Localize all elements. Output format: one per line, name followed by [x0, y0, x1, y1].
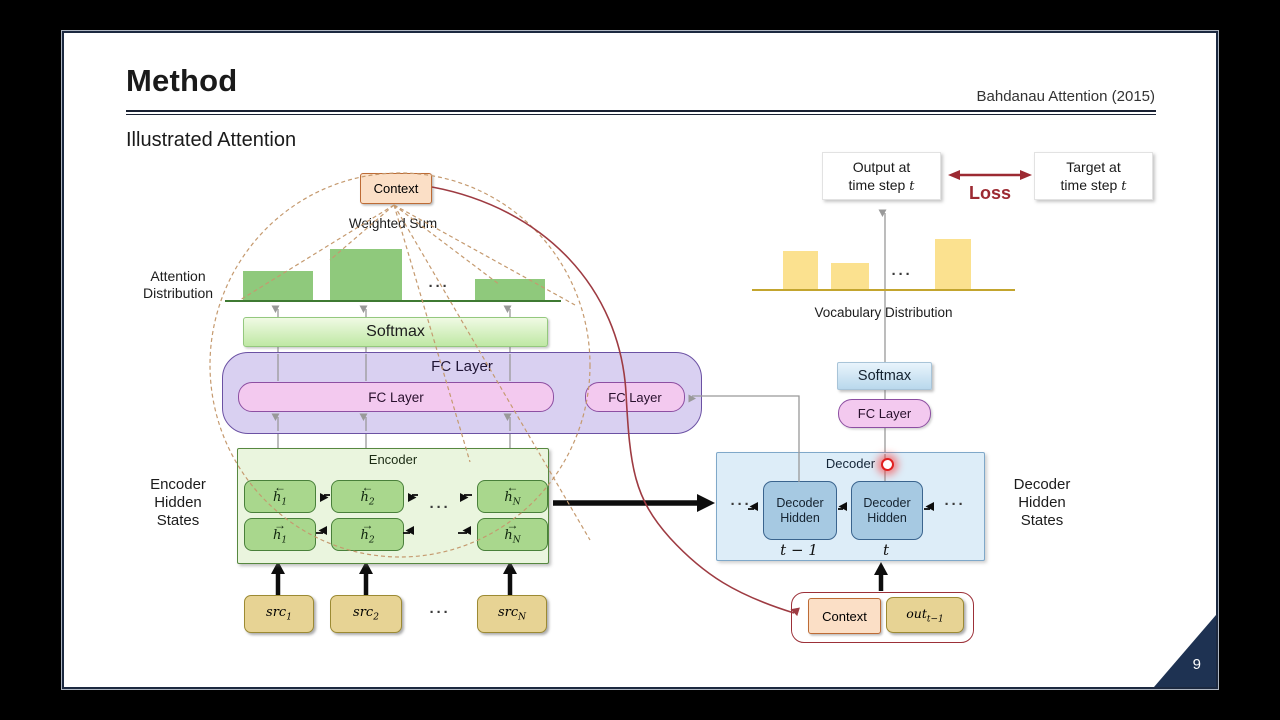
encoder-cell-forward-2: →h2 — [331, 518, 404, 551]
attention-distribution-label: Attention Distribution — [132, 268, 224, 302]
source-token-symbol: src2 — [353, 605, 379, 623]
decoder-hidden-line1: Decoder — [1013, 476, 1071, 493]
vocab-baseline — [752, 289, 1015, 291]
vocab-bar-wrap — [935, 232, 971, 289]
attention-bar-2 — [330, 249, 402, 301]
context-box-bottom-label: Context — [822, 608, 867, 624]
context-box-bottom: Context — [808, 598, 881, 634]
attention-baseline — [225, 300, 561, 302]
encoder-cell-forward-1: →h1 — [244, 518, 316, 551]
header-rule-bottom — [126, 114, 1156, 115]
page-corner-triangle — [1154, 615, 1216, 687]
timestep-label-prev: t − 1 — [780, 541, 818, 559]
vocab-bar-2 — [831, 263, 869, 289]
source-token-box-1: src1 — [244, 595, 314, 633]
source-token-symbol: srcN — [497, 605, 527, 623]
fc-layer-query-pill: FC Layer — [585, 382, 685, 412]
hidden-state-symbol: h2 — [360, 528, 375, 546]
attention-bar-wrap — [243, 219, 313, 301]
vocab-bar-1 — [783, 251, 818, 289]
context-box-top: Context — [360, 173, 432, 204]
hidden-state-symbol: hN — [504, 490, 521, 508]
target-at-t-box: Target at time step t — [1034, 152, 1153, 200]
decoder-hidden-line2: Hidden — [1018, 494, 1066, 511]
hidden-state-symbol: h2 — [360, 490, 375, 508]
vocabulary-distribution-label: Vocabulary Distribution — [814, 305, 953, 320]
source-token-symbol: src1 — [266, 605, 292, 623]
header-rule-top — [126, 110, 1156, 112]
hidden-state-symbol: h1 — [272, 490, 288, 508]
fc-layer-decoder-label: FC Layer — [857, 406, 912, 421]
fc-layer-decoder-pill: FC Layer — [838, 399, 931, 428]
encoder-cell-backward-N: ←hN — [477, 480, 548, 513]
laser-pointer-dot — [881, 458, 894, 471]
source-token-box-N: srcN — [477, 595, 547, 633]
encoder-title: Encoder — [368, 452, 418, 467]
source-token-box-2: src2 — [330, 595, 402, 633]
encoder-hidden-line1: Encoder — [150, 476, 206, 493]
encoder-hidden-states-label: Encoder Hidden States — [132, 476, 224, 530]
encoder-cell-forward-N: →hN — [477, 518, 548, 551]
prev-output-symbol: outt−1 — [906, 605, 944, 625]
output-at-t-box: Output at time step t — [822, 152, 941, 200]
vocab-bar-wrap — [783, 232, 818, 289]
encoder-hidden-line3: States — [156, 512, 200, 529]
target-box-line2: time step t — [1060, 177, 1127, 194]
attention-bar-wrap — [475, 219, 545, 301]
decoder-ellipsis-left: ··· — [730, 496, 752, 513]
timestep-label-curr: t — [882, 541, 890, 559]
hidden-state-symbol: hN — [504, 528, 521, 546]
decoder-hidden-states-label: Decoder Hidden States — [996, 476, 1088, 530]
encoder-cells-ellipsis: ··· — [429, 499, 451, 516]
vocab-bars-ellipsis: ··· — [891, 266, 913, 283]
vocab-bar-3 — [935, 239, 971, 289]
context-box-top-label: Context — [373, 181, 419, 196]
attention-bar-3 — [475, 279, 545, 301]
attribution-text: Bahdanau Attention (2015) — [976, 88, 1155, 105]
target-box-line1: Target at — [1066, 159, 1121, 175]
softmax-encoder-label: Softmax — [366, 323, 425, 340]
page-number: 9 — [1192, 656, 1201, 673]
fc-layer-inner-pill: FC Layer — [238, 382, 554, 412]
prev-output-box: outt−1 — [886, 597, 964, 633]
softmax-decoder-label: Softmax — [857, 368, 912, 384]
attention-distribution-line1: Attention — [150, 268, 206, 284]
hidden-state-symbol: h1 — [272, 528, 288, 546]
loss-label: Loss — [968, 183, 1011, 203]
slide: Method Bahdanau Attention (2015) Illustr… — [62, 31, 1218, 689]
page-title: Method — [126, 63, 238, 98]
encoder-cell-backward-2: ←h2 — [331, 480, 404, 513]
attention-distribution-line2: Distribution — [142, 285, 214, 301]
attention-bars-ellipsis: ··· — [428, 278, 450, 295]
decoder-title: Decoder — [825, 456, 876, 471]
softmax-box-decoder: Softmax — [837, 362, 932, 390]
fc-layer-query-label: FC Layer — [608, 389, 662, 405]
attention-bar-wrap — [330, 219, 402, 301]
output-box-line2: time step t — [848, 177, 915, 194]
fc-layer-inner-label: FC Layer — [368, 389, 424, 405]
encoder-hidden-line2: Hidden — [154, 494, 202, 511]
fc-layer-outer-label: FC Layer — [431, 358, 493, 375]
decoder-hidden-line3: States — [1020, 512, 1064, 529]
attention-bar-1 — [243, 271, 313, 301]
section-subtitle: Illustrated Attention — [126, 129, 297, 151]
encoder-cell-backward-1: ←h1 — [244, 480, 316, 513]
output-box-line1: Output at — [852, 159, 911, 175]
vocab-bar-wrap — [831, 232, 869, 289]
source-row-ellipsis: ··· — [429, 604, 451, 621]
decoder-ellipsis-right: ··· — [944, 496, 966, 513]
softmax-box-encoder: Softmax — [243, 317, 548, 347]
